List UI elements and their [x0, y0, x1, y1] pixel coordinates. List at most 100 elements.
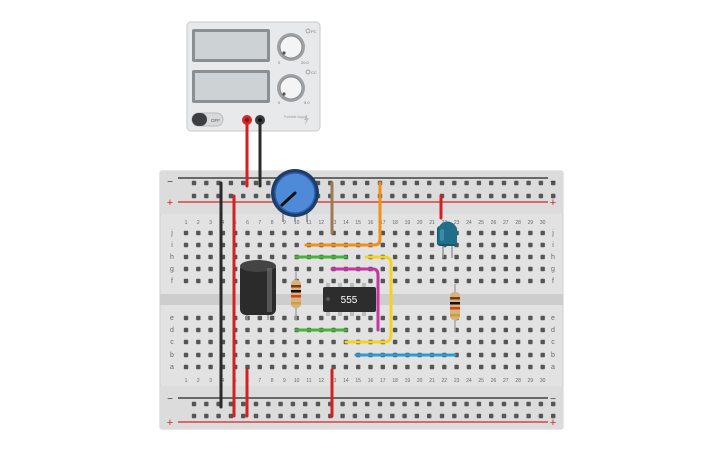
hole-f28[interactable]: [515, 278, 521, 284]
hole-f18[interactable]: [392, 278, 398, 284]
hole-g30[interactable]: [540, 266, 545, 272]
hole-h9[interactable]: [282, 254, 287, 260]
rail-hole-top-1[interactable]: [538, 193, 544, 199]
rail-hole-top-1[interactable]: [365, 193, 370, 199]
hole-a10[interactable]: [294, 364, 299, 370]
hole-c20[interactable]: [417, 339, 422, 345]
hole-f11[interactable]: [306, 278, 312, 284]
hole-a28[interactable]: [515, 364, 521, 370]
hole-j3[interactable]: [208, 230, 213, 236]
hole-a24[interactable]: [466, 364, 472, 370]
hole-b29[interactable]: [528, 352, 533, 358]
hole-a25[interactable]: [479, 364, 484, 370]
hole-b3[interactable]: [208, 352, 213, 358]
hole-c10[interactable]: [294, 339, 299, 345]
hole-d26[interactable]: [491, 327, 496, 333]
rail-hole-bottom-0[interactable]: [390, 401, 395, 407]
hole-h27[interactable]: [503, 254, 508, 260]
hole-g21[interactable]: [429, 266, 435, 272]
hole-j2[interactable]: [196, 230, 201, 236]
rail-hole-bottom-0[interactable]: [476, 401, 482, 407]
rail-hole-top-1[interactable]: [228, 193, 234, 199]
ic-555[interactable]: 555: [323, 283, 376, 316]
hole-b10[interactable]: [294, 352, 299, 358]
power-switch[interactable]: OFF: [191, 112, 224, 127]
hole-b27[interactable]: [503, 352, 508, 358]
rail-hole-top-0[interactable]: [402, 180, 407, 186]
hole-c7[interactable]: [257, 339, 262, 345]
hole-d17[interactable]: [380, 327, 385, 333]
hole-e21[interactable]: [429, 315, 435, 321]
rail-hole-bottom-1[interactable]: [241, 413, 246, 419]
rail-hole-top-0[interactable]: [551, 180, 556, 186]
rail-hole-top-0[interactable]: [340, 180, 345, 186]
voltage-knob[interactable]: [277, 33, 305, 61]
hole-f19[interactable]: [405, 278, 410, 284]
hole-f22[interactable]: [442, 278, 447, 284]
hole-c12[interactable]: [319, 339, 324, 345]
rail-hole-top-1[interactable]: [501, 193, 507, 199]
hole-e26[interactable]: [491, 315, 496, 321]
rail-hole-top-1[interactable]: [489, 193, 494, 199]
hole-g12[interactable]: [319, 266, 324, 272]
hole-c3[interactable]: [208, 339, 213, 345]
hole-d27[interactable]: [503, 327, 508, 333]
hole-b9[interactable]: [282, 352, 287, 358]
hole-b1[interactable]: [183, 352, 189, 358]
rail-hole-bottom-0[interactable]: [241, 401, 246, 407]
rail-hole-bottom-1[interactable]: [377, 413, 383, 419]
hole-d1[interactable]: [183, 327, 189, 333]
hole-a19[interactable]: [405, 364, 410, 370]
hole-f3[interactable]: [208, 278, 213, 284]
rail-hole-bottom-1[interactable]: [464, 413, 469, 419]
hole-d8[interactable]: [269, 327, 275, 333]
hole-f21[interactable]: [429, 278, 435, 284]
rail-hole-bottom-0[interactable]: [352, 401, 358, 407]
hole-j17[interactable]: [380, 230, 385, 236]
hole-b30[interactable]: [540, 352, 545, 358]
current-knob[interactable]: [277, 74, 305, 102]
hole-d2[interactable]: [196, 327, 201, 333]
hole-h15[interactable]: [356, 254, 361, 260]
hole-e15[interactable]: [356, 315, 361, 321]
rail-hole-bottom-1[interactable]: [414, 413, 420, 419]
hole-i20[interactable]: [417, 242, 422, 248]
hole-f20[interactable]: [417, 278, 422, 284]
hole-a1[interactable]: [183, 364, 189, 370]
hole-c30[interactable]: [540, 339, 545, 345]
hole-i9[interactable]: [282, 242, 287, 248]
rail-hole-top-0[interactable]: [414, 180, 420, 186]
hole-i7[interactable]: [257, 242, 262, 248]
hole-a18[interactable]: [392, 364, 398, 370]
rail-hole-bottom-1[interactable]: [365, 413, 370, 419]
hole-h21[interactable]: [429, 254, 435, 260]
hole-f16[interactable]: [368, 278, 373, 284]
rail-hole-bottom-1[interactable]: [489, 413, 494, 419]
hole-a27[interactable]: [503, 364, 508, 370]
hole-h6[interactable]: [245, 254, 250, 260]
potentiometer[interactable]: [271, 169, 319, 222]
hole-a21[interactable]: [429, 364, 435, 370]
hole-f12[interactable]: [319, 278, 324, 284]
rail-hole-bottom-0[interactable]: [266, 401, 271, 407]
rail-hole-bottom-0[interactable]: [204, 401, 209, 407]
hole-d18[interactable]: [392, 327, 398, 333]
rail-hole-top-0[interactable]: [253, 180, 259, 186]
rail-hole-bottom-0[interactable]: [526, 401, 531, 407]
hole-c28[interactable]: [515, 339, 521, 345]
rail-hole-bottom-1[interactable]: [228, 413, 234, 419]
rail-hole-bottom-1[interactable]: [216, 413, 221, 419]
rail-hole-bottom-0[interactable]: [402, 401, 407, 407]
rail-hole-top-0[interactable]: [452, 180, 457, 186]
rail-hole-top-0[interactable]: [489, 180, 494, 186]
rail-hole-bottom-0[interactable]: [253, 401, 259, 407]
hole-j1[interactable]: [183, 230, 189, 236]
hole-g25[interactable]: [479, 266, 484, 272]
rail-hole-bottom-0[interactable]: [514, 401, 519, 407]
rail-hole-top-0[interactable]: [241, 180, 246, 186]
hole-g23[interactable]: [454, 266, 459, 272]
rail-hole-top-0[interactable]: [538, 180, 544, 186]
rail-hole-bottom-0[interactable]: [365, 401, 370, 407]
hole-c22[interactable]: [442, 339, 447, 345]
hole-b25[interactable]: [479, 352, 484, 358]
